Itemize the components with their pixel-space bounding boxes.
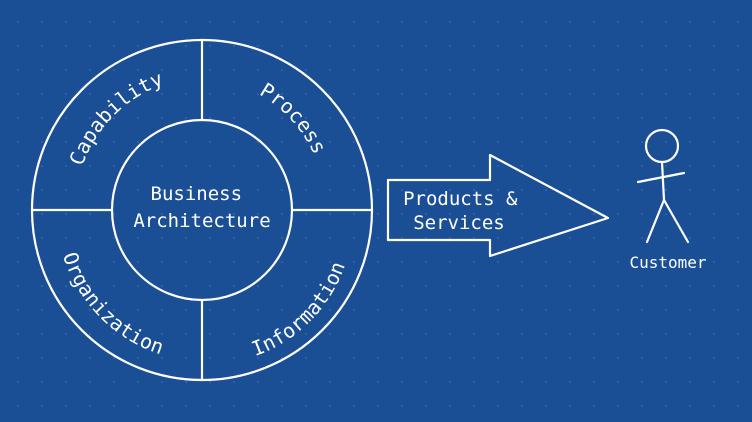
segment-label-process: Process (256, 78, 332, 158)
center-label-line-1: Business (151, 183, 243, 205)
organization-label: Organization (58, 249, 167, 359)
center-label-line-2: Architecture (133, 210, 270, 232)
customer-label: Customer (629, 253, 706, 272)
capability-label: Capability (64, 66, 166, 168)
segment-label-capability: Capability (64, 66, 166, 168)
information-label: Information (248, 258, 350, 361)
arrow-label-line-2: Services (413, 212, 505, 234)
arrow-label: Products & Services (403, 188, 529, 234)
segment-label-organization: Organization (58, 249, 167, 359)
arrow-label-line-1: Products & (403, 188, 518, 210)
center-label: Business Architecture (133, 183, 270, 232)
segment-label-information: Information (248, 258, 350, 361)
customer-stick-figure-icon (636, 128, 690, 244)
products-services-arrow (386, 153, 610, 258)
process-label: Process (256, 78, 332, 158)
